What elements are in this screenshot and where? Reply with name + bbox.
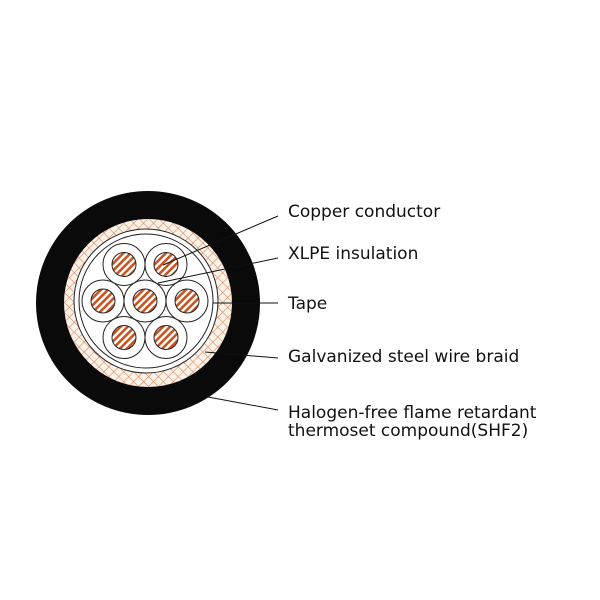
label-sheath-line2: thermoset compound(SHF2) <box>288 421 529 441</box>
label-copper-conductor: Copper conductor <box>288 202 441 222</box>
label-xlpe-insulation: XLPE insulation <box>288 244 419 264</box>
leader-copper <box>162 215 279 266</box>
leader-xlpe <box>157 257 279 284</box>
label-sheath-line1: Halogen-free flame retardant <box>288 403 537 423</box>
copper-conductor <box>90 288 116 314</box>
leader-braid <box>204 351 279 359</box>
leader-lines <box>157 215 279 411</box>
copper-conductor <box>174 288 200 314</box>
label-tape: Tape <box>288 294 328 314</box>
copper-conductor <box>153 251 179 277</box>
label-braid: Galvanized steel wire braid <box>288 347 520 367</box>
copper-conductor <box>153 325 179 351</box>
copper-conductor <box>132 288 158 314</box>
copper-conductor <box>111 251 137 277</box>
leader-sheath <box>207 396 279 411</box>
copper-conductor <box>111 325 137 351</box>
